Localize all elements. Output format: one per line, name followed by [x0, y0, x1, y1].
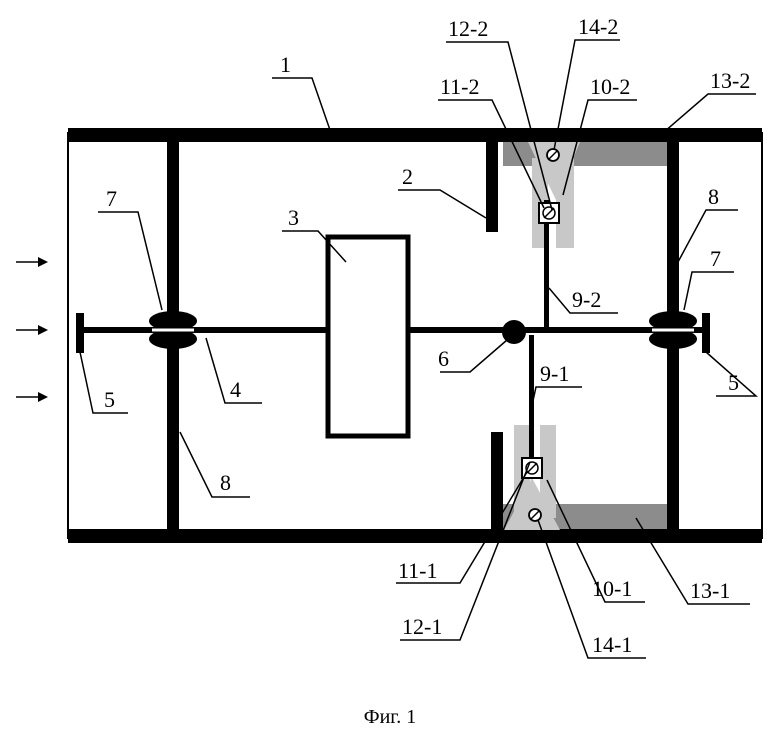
- label-5-left: 5: [104, 387, 115, 412]
- label-7-right: 7: [710, 246, 721, 271]
- label-8-right: 8: [708, 184, 719, 209]
- end-plate-5-left: [76, 313, 84, 353]
- label-10-1: 10-1: [592, 576, 632, 601]
- label-6: 6: [438, 346, 449, 371]
- label-12-1: 12-1: [402, 614, 442, 639]
- label-14-1: 14-1: [592, 632, 632, 657]
- label-12-2: 12-2: [448, 16, 488, 41]
- figure-caption: Фиг. 1: [0, 706, 780, 729]
- flow-arrow-middle-icon: [16, 325, 48, 335]
- end-plate-5-right: [702, 313, 710, 353]
- label-8-left: 8: [220, 470, 231, 495]
- body-3: [328, 237, 408, 436]
- label-11-1: 11-1: [398, 558, 438, 583]
- label-11-2: 11-2: [440, 74, 480, 99]
- flow-arrow-bottom-icon: [16, 392, 48, 402]
- label-1: 1: [280, 52, 291, 77]
- pivot-14-1: [529, 509, 541, 521]
- label-9-2: 9-2: [572, 287, 601, 312]
- housing-bottom-wall: [68, 529, 762, 543]
- pivot-14-2: [547, 149, 559, 161]
- bearing-7-right: [649, 311, 697, 349]
- label-4: 4: [230, 377, 241, 402]
- gray-block-13-2: [503, 142, 668, 166]
- slider-11-2: [539, 203, 559, 223]
- label-14-2: 14-2: [578, 14, 618, 39]
- partition-2: [486, 142, 498, 232]
- bearing-7-left: [149, 311, 197, 349]
- housing-top-wall: [68, 128, 762, 142]
- label-5-right: 5: [728, 370, 739, 395]
- label-9-1: 9-1: [540, 361, 569, 386]
- label-3: 3: [288, 205, 299, 230]
- label-13-1: 13-1: [690, 578, 730, 603]
- partition-lower: [491, 432, 503, 532]
- label-2: 2: [402, 164, 413, 189]
- label-13-2: 13-2: [710, 68, 750, 93]
- label-7-left: 7: [106, 186, 117, 211]
- label-10-2: 10-2: [590, 74, 630, 99]
- flow-arrow-top-icon: [16, 257, 48, 267]
